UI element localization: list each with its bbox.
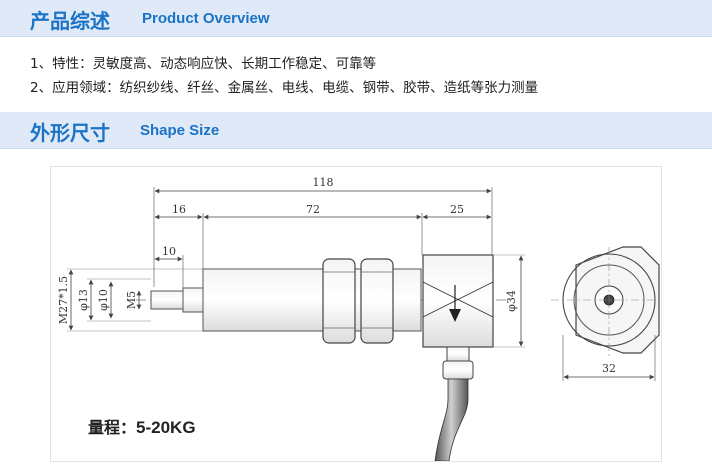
cable-shape (434, 378, 469, 461)
dim-dia34-label: φ34 (505, 290, 518, 312)
dim-10-label: 10 (162, 245, 176, 258)
side-view (551, 246, 661, 357)
overview-application-line: 2、应用领域：纺织纱线、纤丝、金属丝、电线、电缆、钢带、胶带、造纸等张力测量 (30, 80, 539, 96)
cable-gland-shape (446, 346, 470, 362)
dim-25-label: 25 (450, 203, 464, 216)
shape-size-title-cn: 外形尺寸 (30, 121, 110, 145)
dim-118-label: 118 (313, 176, 334, 189)
product-overview-title-cn: 产品综述 (30, 9, 110, 33)
tip-collar-shape (182, 287, 206, 313)
product-overview-header: 产品综述 Product Overview (0, 0, 712, 37)
range-label: 量程： (88, 418, 137, 437)
range-value: 5-20KG (136, 418, 196, 437)
dim-16-label: 16 (172, 203, 186, 216)
dim-dia10-label: φ10 (97, 289, 110, 311)
shape-size-title-en: Shape Size (140, 122, 220, 139)
overview-feature-line: 1、特性：灵敏度高、动态响应快、长期工作稳定、可靠等 (30, 56, 377, 72)
nut-1-shape (322, 258, 356, 344)
dim-thread-label: M27*1.5 (57, 276, 70, 324)
drawing-svg: 118 16 72 25 10 M27*1.5 φ13 φ10 M5 (57, 176, 661, 461)
technical-drawing: 118 16 72 25 10 M27*1.5 φ13 φ10 M5 (50, 166, 662, 462)
shape-size-header: 外形尺寸 Shape Size (0, 112, 712, 149)
dim-32-label: 32 (602, 362, 616, 375)
dim-dia13-label: φ13 (77, 289, 90, 311)
dim-72-label: 72 (306, 203, 320, 216)
product-overview-title-en: Product Overview (142, 10, 270, 27)
head-block-shape (422, 254, 494, 348)
dim-m5-label: M5 (125, 291, 138, 309)
nut-2-shape (360, 258, 394, 344)
measuring-range: 量程：5-20KG (88, 414, 196, 438)
